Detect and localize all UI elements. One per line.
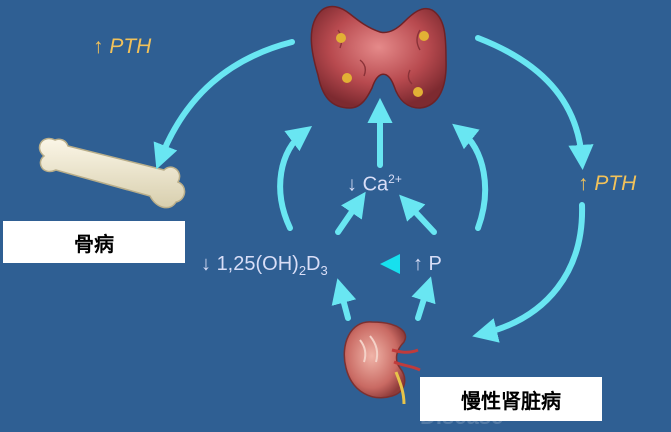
parathyroid-gland-icon <box>310 5 447 109</box>
inhibition-triangle-icon <box>380 254 400 274</box>
vitamin-d-sub-2: 3 <box>320 263 328 278</box>
vitamin-d-sub-1: 2 <box>298 263 307 278</box>
arrow-phosphate-to-calcium <box>399 194 437 235</box>
vitamin-d-prefix: 1,25(OH) <box>216 253 299 275</box>
phosphate-label: ↑ P <box>413 253 442 275</box>
calcium-symbol: Ca <box>362 173 389 196</box>
arrow-phosphate-to-gland <box>452 123 489 231</box>
bone-disease-box: 骨病 <box>3 221 185 263</box>
pth-label-right: ↑ PTH <box>578 172 637 195</box>
ckd-box: 慢性肾脏病 <box>420 377 602 421</box>
vitamin-d-label: ↓ 1,25(OH)2D3 <box>201 253 328 278</box>
calcium-label: ↓ Ca2+ <box>347 172 402 197</box>
arrow-gland-to-pth-right <box>475 35 594 171</box>
calcium-arrow: ↓ <box>347 173 363 196</box>
kidney-icon <box>343 321 421 405</box>
arrow-pth-to-kidney <box>472 202 586 343</box>
vitamin-d-arrow: ↓ <box>201 253 217 275</box>
arrow-gland-to-bone <box>153 39 295 170</box>
arrow-kidney-to-vitd <box>331 278 357 321</box>
vitamin-d-mid: D <box>306 253 321 275</box>
bone-icon <box>38 137 186 209</box>
pth-label-left: ↑ PTH <box>93 35 152 58</box>
calcium-charge: 2+ <box>388 172 402 186</box>
arrow-kidney-to-phosphate <box>411 276 436 321</box>
arrow-vitd-to-gland <box>277 125 313 231</box>
arrow-vitd-to-calcium <box>335 191 366 235</box>
